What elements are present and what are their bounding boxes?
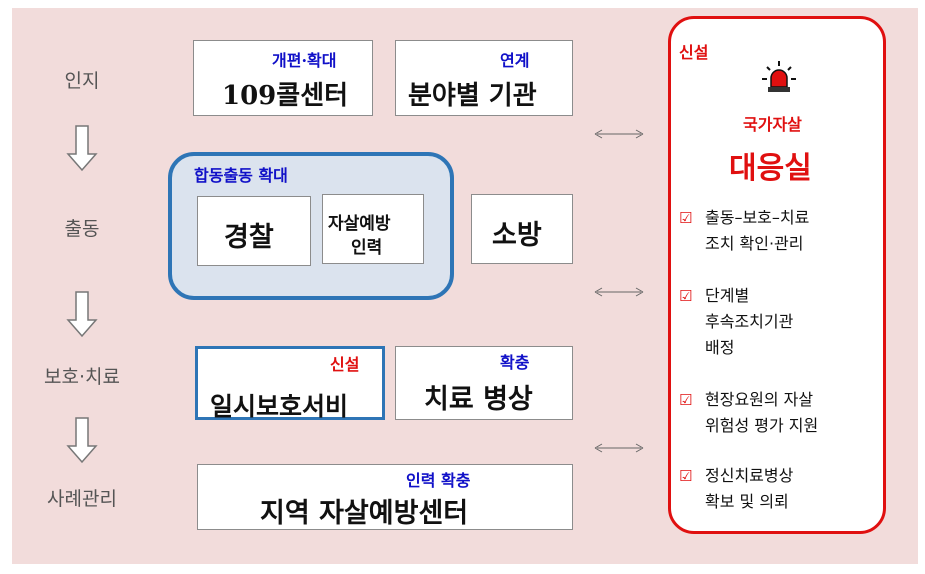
fire-label: 소방 (492, 220, 542, 251)
checklist-item-line: 단계별 (705, 286, 750, 305)
call-center-label: 109콜센터 (222, 81, 349, 111)
checklist-item-line: 정신치료병상 (705, 466, 794, 485)
down-arrow-icon (66, 125, 98, 172)
call-center-tag: 개편·확대 (272, 51, 337, 70)
checkbox-icon: ☑ (679, 467, 693, 485)
agencies-box: 연계 분야별 기관 (395, 40, 573, 116)
bidirectional-arrow-icon (594, 287, 644, 297)
joint-dispatch-tag: 합동출동 확대 (194, 166, 288, 185)
treatment-beds-tag: 확충 (500, 353, 530, 372)
response-center-panel: 신설 국가자살 대응실 ☑ 출동–보호–치료 조치 확인·관리 ☑ 단계별 후속… (668, 16, 886, 534)
agencies-label: 분야별 기관 (408, 81, 537, 111)
checklist-item-line: 출동–보호–치료 (705, 208, 810, 227)
regional-center-box: 인력 확충 지역 자살예방센터 (197, 464, 573, 530)
stage-label-recognition: 인지 (64, 70, 100, 92)
checkbox-icon: ☑ (679, 209, 693, 227)
response-center-subtitle: 국가자살 (743, 115, 802, 134)
siren-icon (762, 61, 796, 92)
stage-label-case-management: 사례관리 (47, 488, 117, 510)
checkbox-icon: ☑ (679, 391, 693, 409)
regional-center-label: 지역 자살예방센터 (260, 498, 469, 529)
checklist-item-line: 확보 및 의뢰 (705, 492, 789, 511)
checklist-item-line: 후속조치기관 (705, 312, 794, 331)
checklist-item: ☑ 현장요원의 자살 위험성 평가 지원 (679, 387, 818, 439)
police-box: 경찰 (197, 196, 311, 266)
call-center-box: 개편·확대 109콜센터 (193, 40, 373, 116)
regional-center-tag: 인력 확충 (406, 471, 471, 490)
bidirectional-arrow-icon (594, 443, 644, 453)
prevention-staff-label-2: 인력 (351, 238, 383, 258)
temp-protection-box: 신설 일시보호서비 (195, 346, 385, 421)
checklist-item-line: 배정 (705, 338, 735, 357)
temp-protection-label: 일시보호서비 (210, 392, 349, 421)
checklist-item: ☑ 단계별 후속조치기관 배정 (679, 283, 793, 361)
treatment-beds-label: 치료 병상 (424, 384, 533, 415)
down-arrow-icon (66, 417, 98, 464)
prevention-staff-box: 자살예방 인력 (322, 194, 424, 264)
bidirectional-arrow-icon (594, 129, 644, 139)
fire-box: 소방 (471, 194, 573, 264)
agencies-tag: 연계 (500, 51, 530, 70)
treatment-beds-box: 확충 치료 병상 (395, 346, 573, 420)
response-center-tag: 신설 (679, 43, 709, 62)
checklist-item-line: 위험성 평가 지원 (705, 416, 819, 435)
stage-label-dispatch: 출동 (64, 218, 100, 240)
down-arrow-icon (66, 291, 98, 338)
checklist-item-line: 현장요원의 자살 (705, 390, 814, 409)
checkbox-icon: ☑ (679, 287, 693, 305)
stage-label-protection: 보호·치료 (44, 366, 120, 388)
checklist-item: ☑ 출동–보호–치료 조치 확인·관리 (679, 205, 809, 257)
checklist-item: ☑ 정신치료병상 확보 및 의뢰 (679, 463, 793, 515)
temp-protection-tag: 신설 (330, 355, 360, 374)
prevention-staff-label-1: 자살예방 (328, 214, 391, 234)
response-center-title: 대응실 (729, 151, 812, 186)
checklist-item-line: 조치 확인·관리 (705, 234, 804, 253)
police-label: 경찰 (224, 222, 274, 253)
